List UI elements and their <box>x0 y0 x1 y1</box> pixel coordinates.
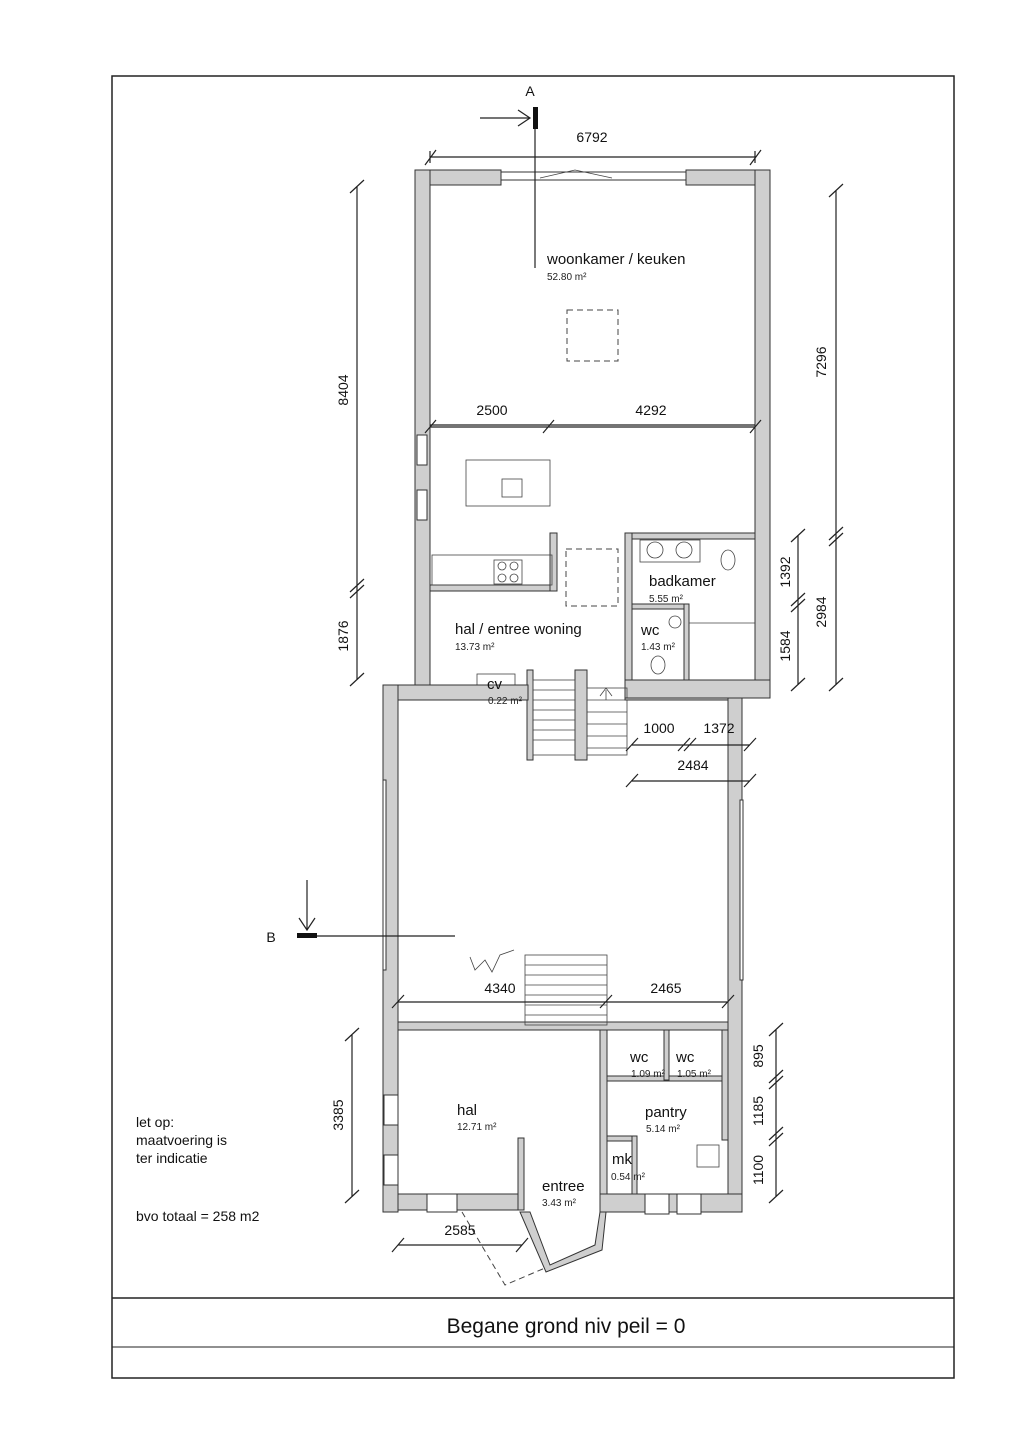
room-name-wc-upper: wc <box>640 622 660 639</box>
room-area-hal: 12.71 m² <box>457 1122 497 1133</box>
svg-text:A: A <box>525 83 535 99</box>
entrance-bay <box>461 1211 607 1286</box>
drawing-frame <box>111 75 955 1379</box>
room-name-hal-entree: hal / entree woning <box>455 621 582 638</box>
upper-windows <box>416 169 687 521</box>
room-area-woonkamer: 52.80 m² <box>547 272 587 283</box>
dim-hal-height: 3385 <box>330 1099 346 1130</box>
room-name-wc-2: wc <box>675 1049 695 1066</box>
island-sink <box>501 478 523 498</box>
staircase-lower <box>469 949 608 1026</box>
dim-bottom-width: 2585 <box>444 1222 475 1238</box>
drawing-title: Begane grond niv peil = 0 <box>447 1315 686 1338</box>
cooktop-icon <box>493 559 523 585</box>
note-line-1: let op: <box>136 1114 174 1130</box>
dim-top-width: 6792 <box>576 129 607 145</box>
dim-mk-height: 1100 <box>750 1155 766 1185</box>
room-name-wc-1: wc <box>629 1049 649 1066</box>
room-area-wc-upper: 1.43 m² <box>641 642 676 653</box>
dim-left-upper: 8404 <box>335 374 351 405</box>
room-area-entree: 3.43 m² <box>542 1198 577 1209</box>
dim-stair-b: 1372 <box>703 720 734 736</box>
dim-right-upper: 7296 <box>813 346 829 377</box>
kitchen-counter <box>431 554 553 586</box>
skylight-outline <box>566 309 619 362</box>
dim-split-right: 4292 <box>635 402 666 418</box>
room-area-wc-1: 1.09 m² <box>631 1069 666 1080</box>
skylight-outline-hall <box>565 548 619 607</box>
section-marker-a: A <box>480 83 538 268</box>
dim-stair-total: 2484 <box>677 757 708 773</box>
room-name-cv: cv <box>487 676 503 693</box>
lower-walls <box>382 684 743 1213</box>
room-name-entree: entree <box>542 1178 585 1195</box>
svg-text:B: B <box>266 929 275 945</box>
dim-lower-left: 4340 <box>484 980 515 996</box>
room-area-hal-entree: 13.73 m² <box>455 642 495 653</box>
lower-windows <box>382 779 744 1215</box>
dimension-lines <box>344 149 844 1253</box>
room-area-cv: 0.22 m² <box>488 696 523 707</box>
room-area-mk: 0.54 m² <box>611 1172 646 1183</box>
room-name-pantry: pantry <box>645 1104 687 1121</box>
pantry-sink <box>696 1144 720 1168</box>
dim-pantry-height: 1185 <box>750 1096 766 1126</box>
note-line-2: maatvoering is <box>136 1132 227 1148</box>
room-name-badkamer: badkamer <box>649 573 716 590</box>
section-marker-b: B <box>266 880 455 945</box>
dim-right-low: 1584 <box>777 630 793 661</box>
room-name-hal: hal <box>457 1102 477 1119</box>
note-bvo-total: bvo totaal = 258 m2 <box>136 1208 260 1224</box>
room-area-pantry: 5.14 m² <box>646 1124 681 1135</box>
bathroom-fixtures <box>639 539 755 675</box>
dim-left-lower: 1876 <box>335 620 351 651</box>
staircase-upper <box>526 669 628 761</box>
room-area-wc-2: 1.05 m² <box>677 1069 712 1080</box>
room-area-badkamer: 5.55 m² <box>649 594 684 605</box>
room-name-woonkamer: woonkamer / keuken <box>546 251 685 268</box>
dim-wc-height: 895 <box>750 1044 766 1068</box>
dim-stair-a: 1000 <box>643 720 674 736</box>
dim-right-mid: 1392 <box>777 556 793 587</box>
dim-right-total: 2984 <box>813 596 829 627</box>
kitchen-island <box>465 459 551 507</box>
dim-lower-right: 2465 <box>650 980 681 996</box>
room-name-mk: mk <box>612 1151 632 1168</box>
upper-walls <box>414 169 771 699</box>
note-line-3: ter indicatie <box>136 1150 208 1166</box>
dim-split-left: 2500 <box>476 402 507 418</box>
